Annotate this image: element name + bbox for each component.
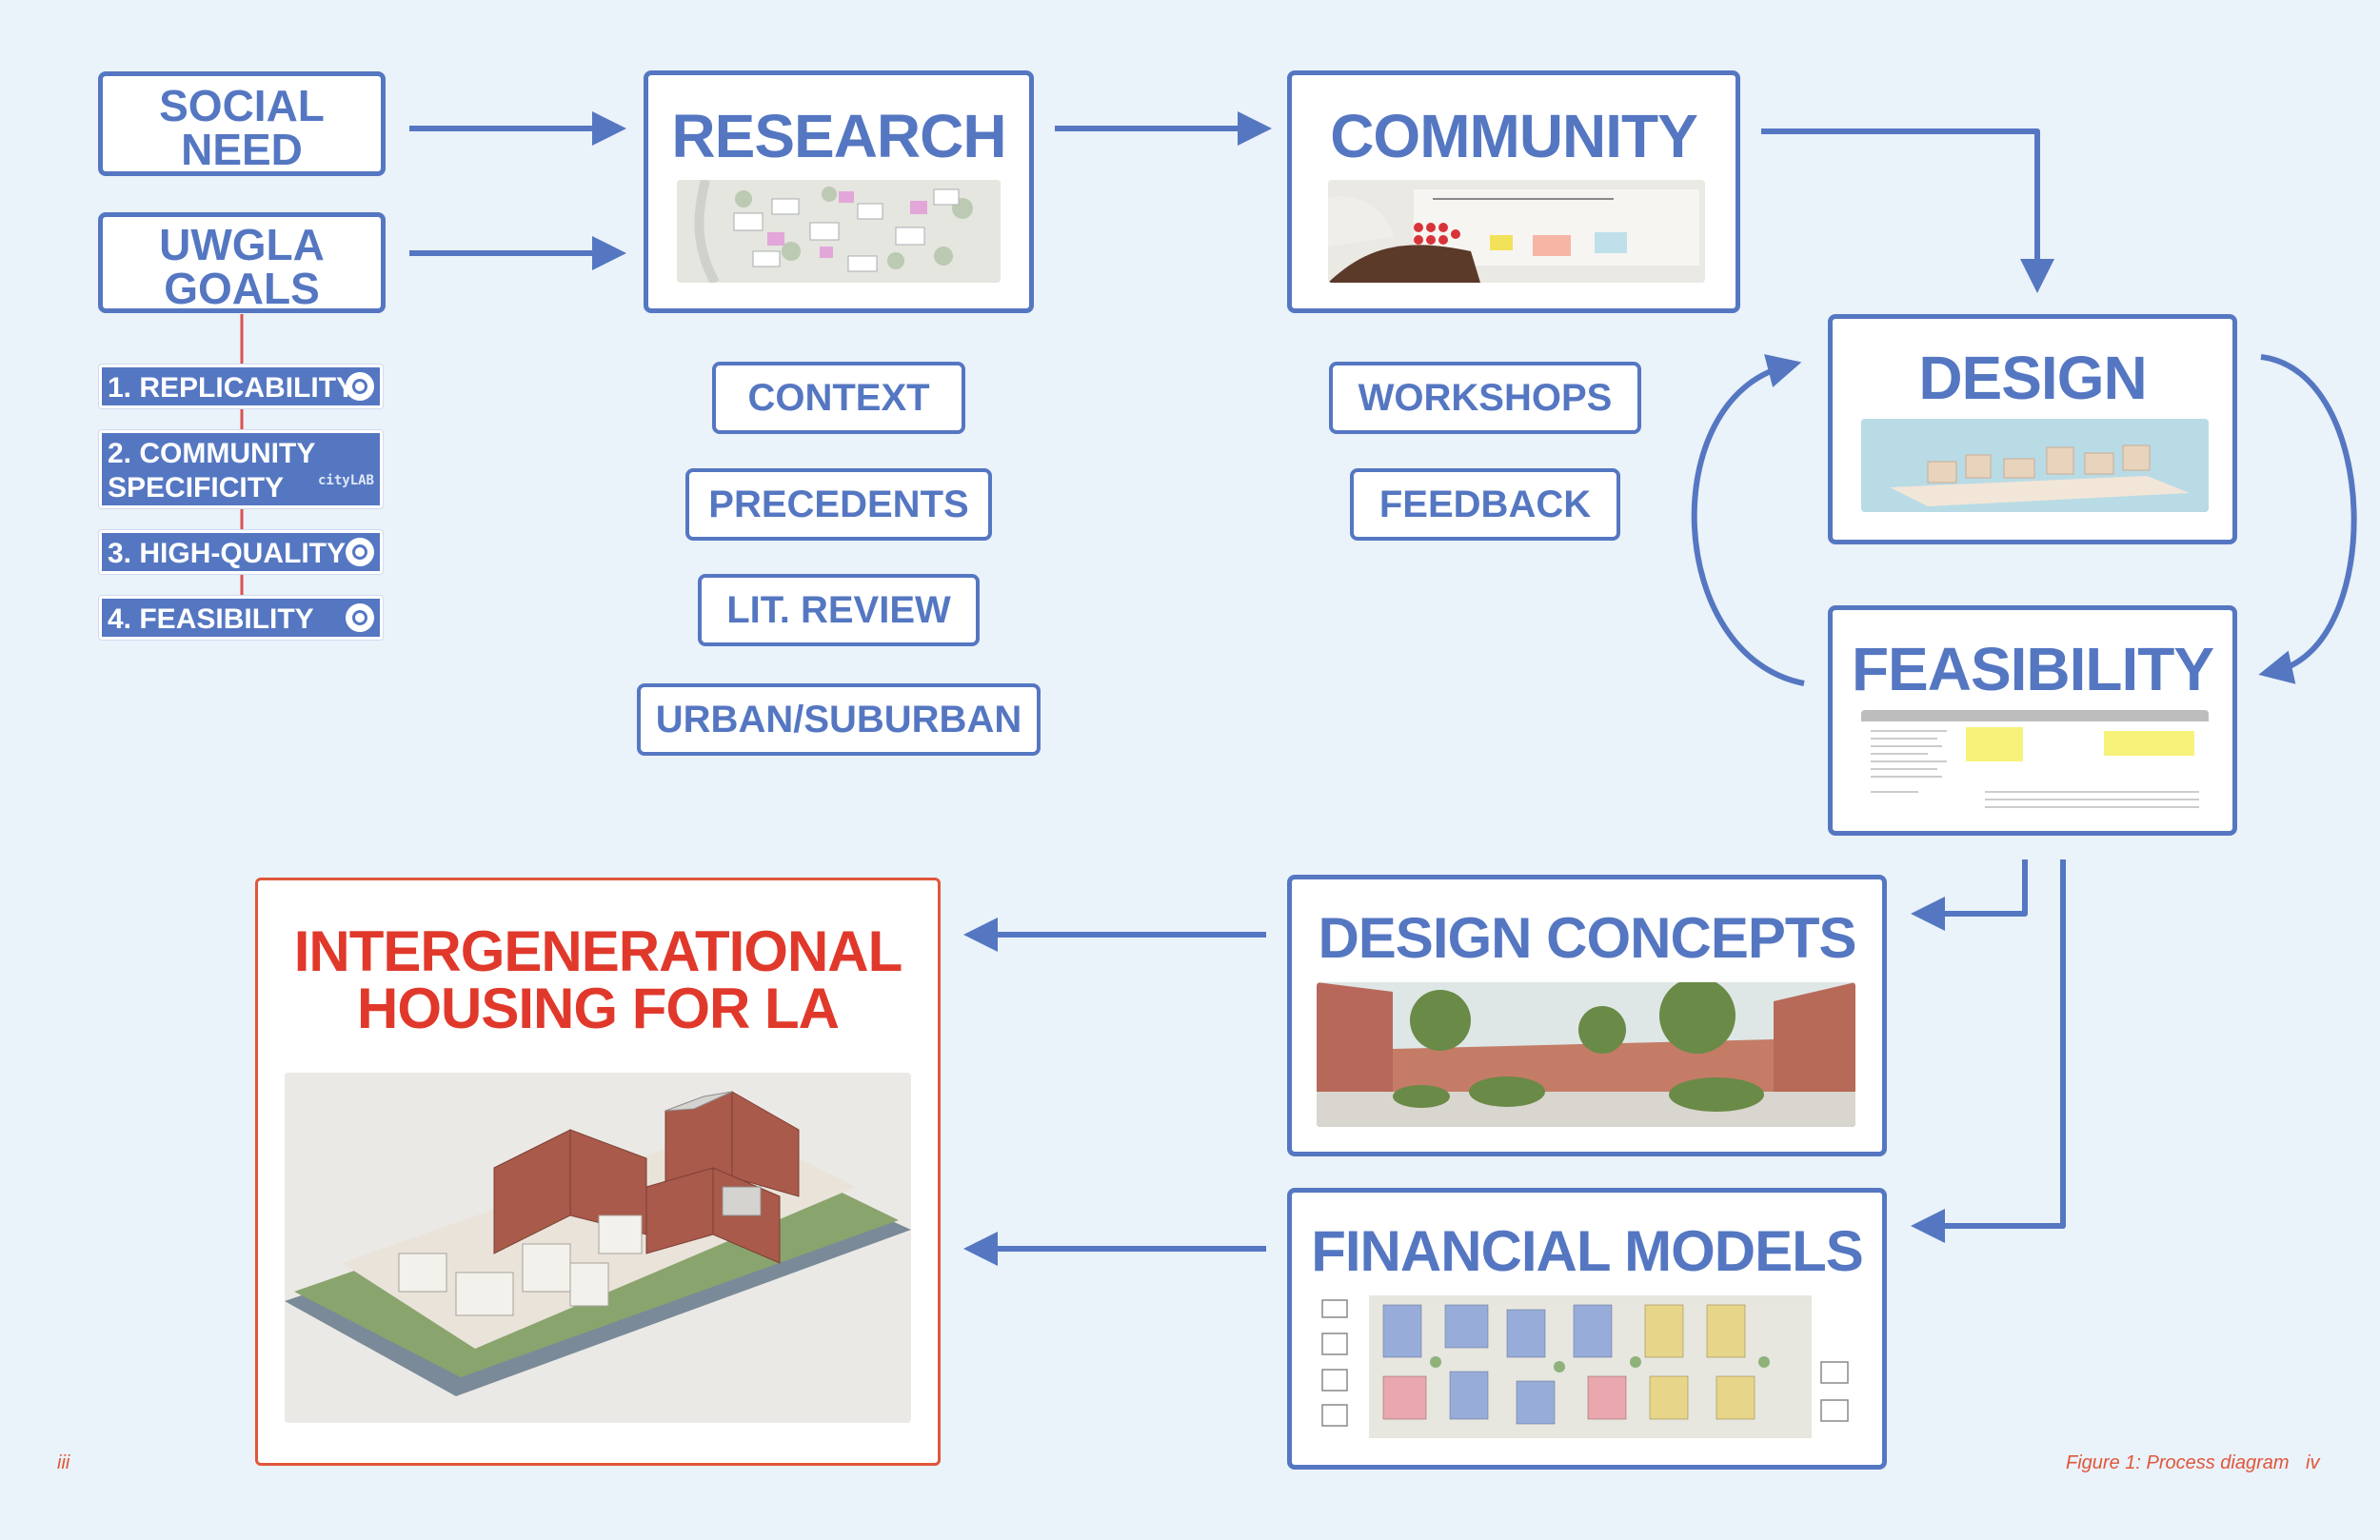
goal-high-quality: 3. HIGH-QUALITY xyxy=(99,530,383,574)
design-title: DESIGN xyxy=(1918,344,2147,412)
research-item-lit-review: LIT. REVIEW xyxy=(698,574,980,646)
goal-community-label-2: SPECIFICITY xyxy=(108,472,285,503)
arrow-feasibility-design xyxy=(1691,354,1805,686)
research-item-context-label: CONTEXT xyxy=(747,376,930,419)
result-title: INTERGENERATIONAL HOUSING FOR LA xyxy=(258,923,938,1037)
result-title-line2: HOUSING FOR LA xyxy=(357,977,840,1040)
feasibility-box: FEASIBILITY xyxy=(1828,605,2237,836)
result-title-line1: INTERGENERATIONAL xyxy=(293,919,903,983)
globe-icon xyxy=(346,538,374,566)
community-item-feedback: FEEDBACK xyxy=(1350,468,1620,541)
research-item-context: CONTEXT xyxy=(712,362,965,434)
research-title: RESEARCH xyxy=(671,102,1006,170)
social-need-box: SOCIAL NEED xyxy=(98,71,386,176)
feasibility-spreadsheet-image xyxy=(1861,710,2209,815)
goal-community-specificity: 2. COMMUNITY SPECIFICITY cityLAB xyxy=(99,430,383,508)
goal-feasibility-label: 4. FEASIBILITY xyxy=(108,603,314,635)
arrow-community-design xyxy=(1761,128,2054,293)
research-item-precedents: PRECEDENTS xyxy=(685,468,992,541)
footer-caption: Figure 1: Process diagram xyxy=(2066,1452,2290,1473)
design-concepts-title: DESIGN CONCEPTS xyxy=(1318,906,1856,970)
result-box: INTERGENERATIONAL HOUSING FOR LA xyxy=(255,878,941,1466)
citylab-badge: cityLAB xyxy=(317,473,374,488)
financial-models-box: FINANCIAL MODELS xyxy=(1287,1188,1887,1470)
community-item-workshops: WORKSHOPS xyxy=(1329,362,1641,434)
community-box: COMMUNITY xyxy=(1287,70,1740,313)
design-concepts-render-image xyxy=(1317,982,1855,1127)
uwgla-goals-line1: UWGLA xyxy=(159,220,325,269)
goal-replicability-label: 1. REPLICABILITY xyxy=(108,372,356,404)
globe-icon xyxy=(346,372,374,401)
community-item-workshops-label: WORKSHOPS xyxy=(1358,376,1613,419)
financial-models-site-plan-image xyxy=(1317,1295,1855,1438)
design-model-image xyxy=(1861,419,2209,512)
financial-models-title: FINANCIAL MODELS xyxy=(1311,1219,1864,1283)
footer-left-page: iii xyxy=(57,1452,70,1473)
goal-replicability: 1. REPLICABILITY xyxy=(99,365,383,408)
social-need-line1: SOCIAL xyxy=(159,81,325,130)
research-item-lit-review-label: LIT. REVIEW xyxy=(726,588,951,631)
goal-community-label-1: 2. COMMUNITY xyxy=(108,438,316,469)
research-site-plan-image xyxy=(677,180,1001,283)
uwgla-goals-line2: GOALS xyxy=(164,264,320,313)
goal-high-quality-label: 3. HIGH-QUALITY xyxy=(108,538,347,569)
design-concepts-box: DESIGN CONCEPTS xyxy=(1287,875,1887,1156)
footer-right-page: iv xyxy=(2306,1452,2320,1473)
uwgla-goals-box: UWGLA GOALS xyxy=(98,212,386,313)
arrow-feasibility-concepts xyxy=(1911,859,2028,931)
community-title: COMMUNITY xyxy=(1330,102,1698,170)
research-item-precedents-label: PRECEDENTS xyxy=(708,483,969,525)
community-item-feedback-label: FEEDBACK xyxy=(1378,483,1592,525)
social-need-line2: NEED xyxy=(181,125,303,174)
feasibility-title: FEASIBILITY xyxy=(1851,635,2214,703)
arrow-design-feasibility xyxy=(2258,354,2357,684)
arrow-feasibility-financial xyxy=(1911,859,2066,1243)
community-workshop-image xyxy=(1328,180,1705,283)
goal-feasibility: 4. FEASIBILITY xyxy=(99,596,383,640)
research-item-urban-suburban: URBAN/SUBURBAN xyxy=(637,683,1041,756)
research-item-urban-suburban-label: URBAN/SUBURBAN xyxy=(655,698,1022,740)
design-box: DESIGN xyxy=(1828,314,2237,544)
research-box: RESEARCH xyxy=(644,70,1034,313)
globe-icon xyxy=(346,603,374,632)
result-axonometric-image xyxy=(285,1073,911,1423)
